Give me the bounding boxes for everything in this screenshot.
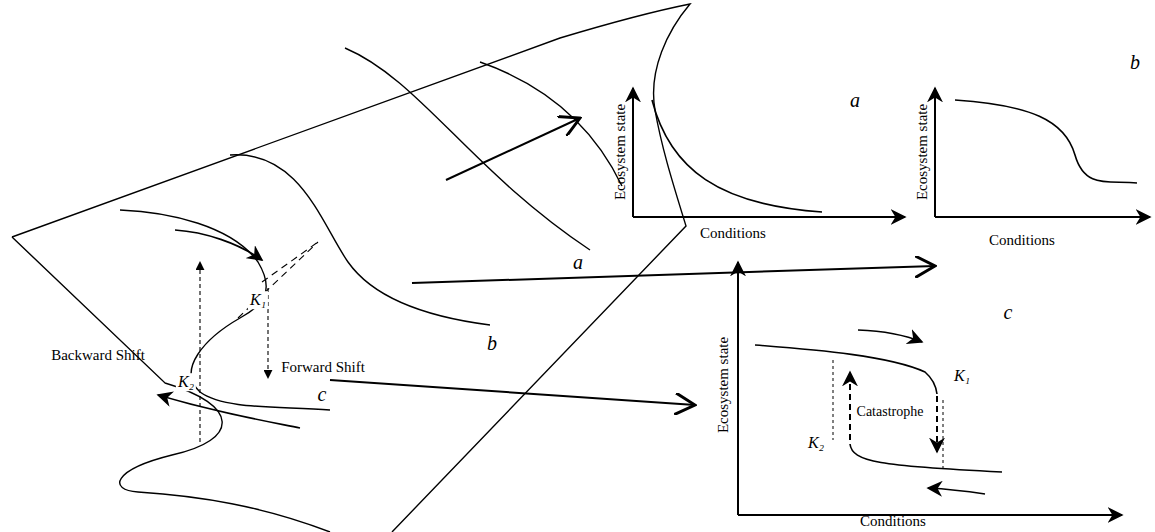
axis-title: Ecosystem state <box>914 102 931 202</box>
panel-letter: b <box>1128 51 1142 73</box>
surface-curve-a <box>345 48 590 250</box>
surface-curve-c <box>120 210 330 410</box>
axis-title: Conditions <box>858 513 928 530</box>
surface-sheet <box>12 4 690 532</box>
axis-title: Ecosystem state <box>612 102 629 202</box>
event-label: Catastrophe <box>855 404 926 419</box>
shift-label: Forward Shift <box>279 359 367 376</box>
surface-curve-b <box>230 155 490 325</box>
curve-letter: c <box>316 383 329 405</box>
path-arrows <box>158 230 300 428</box>
axis-title: Conditions <box>698 225 768 242</box>
surface-curve <box>480 62 622 186</box>
shift-label: Backward Shift <box>49 347 147 364</box>
panel-letter: a <box>848 89 862 111</box>
plot-b <box>935 88 1150 217</box>
threshold-label: K₁ <box>248 291 268 309</box>
threshold-label: K₁ <box>952 367 972 385</box>
plot-c <box>738 262 1122 515</box>
axis-title: Ecosystem state <box>715 335 732 435</box>
plot-a <box>633 88 905 217</box>
panel-letter: c <box>1002 301 1015 323</box>
curve-letter: b <box>485 332 499 354</box>
threshold-label: K₂ <box>806 434 826 452</box>
threshold-label: K₂ <box>176 373 196 391</box>
curve-letter: a <box>571 251 585 273</box>
axis-title: Conditions <box>987 232 1057 249</box>
fold-lines <box>238 242 318 318</box>
